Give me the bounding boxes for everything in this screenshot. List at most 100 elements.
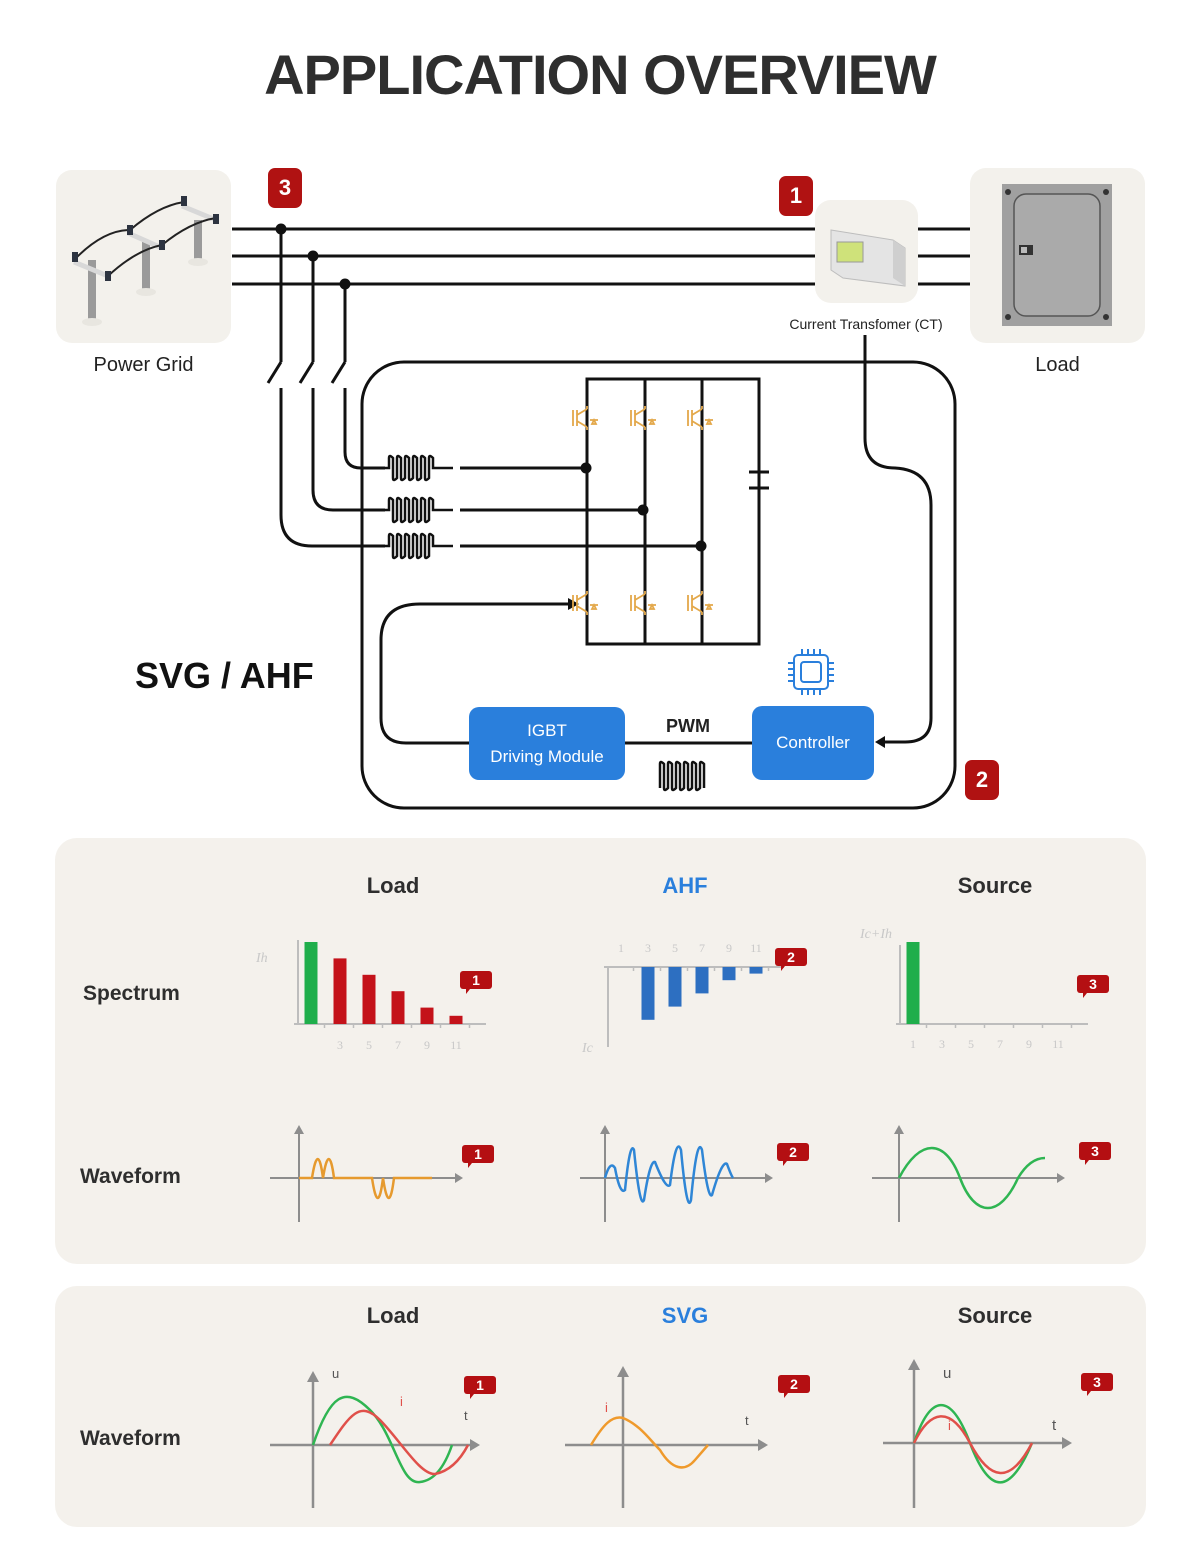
badge-1: 1: [779, 176, 813, 216]
mini-badge-1: 1: [460, 971, 492, 994]
load-i-label: i: [400, 1394, 403, 1409]
svg-t-label: t: [745, 1413, 749, 1428]
igbt-icon: [687, 591, 713, 615]
x-tick-label: 11: [450, 1038, 462, 1052]
mini-badge-1: 1: [462, 1145, 494, 1168]
igbt-module-label-2: Driving Module: [490, 746, 604, 766]
ahf-row-spectrum: Spectrum: [83, 982, 180, 1005]
y-axis-label: Ic+Ih: [859, 927, 892, 942]
circuit-diagram: [232, 223, 970, 810]
x-tick-label: 1: [618, 941, 624, 955]
pwm-wave-icon: [658, 760, 706, 792]
switch-a: [266, 361, 283, 384]
spectrum-bar: [749, 967, 763, 974]
switch-b: [298, 361, 315, 384]
y-axis-label: Ih: [255, 951, 268, 966]
spectrum-bar: [420, 1007, 434, 1024]
ahf-compensation-waveform: [603, 1145, 735, 1204]
source-u-label: u: [943, 1365, 951, 1382]
mini-badge-3: 3: [1079, 1142, 1111, 1165]
x-tick-label: 9: [424, 1038, 430, 1052]
x-tick-label: 3: [337, 1038, 343, 1052]
igbt-icon: [572, 591, 598, 615]
current-transformer-icon: [830, 229, 906, 287]
power-grid-tile: [56, 170, 231, 343]
source-t-label: t: [1052, 1417, 1057, 1434]
mini-badge-3: 3: [1077, 975, 1109, 998]
controller-box: Controller: [752, 706, 874, 780]
spectrum-bar: [304, 942, 318, 1024]
x-tick-label: 9: [1026, 1037, 1032, 1051]
spectrum-bar: [641, 967, 655, 1020]
svg-i-label: i: [605, 1400, 608, 1415]
controller-label: Controller: [776, 733, 850, 752]
inductor-c: [385, 532, 453, 560]
spectrum-bar: [391, 991, 405, 1024]
igbt-icon: [572, 406, 598, 430]
power-grid-label: Power Grid: [93, 354, 194, 376]
spectrum-bar: [333, 958, 347, 1024]
spectrum-bar: [668, 967, 682, 1007]
load-current-curve: [328, 1409, 470, 1476]
x-tick-label: 9: [726, 941, 732, 955]
svg-row-waveform: Waveform: [80, 1427, 181, 1450]
inductor-a: [385, 454, 453, 482]
load-voltage-curve: [311, 1395, 454, 1484]
mini-badge-1: 1: [464, 1376, 496, 1399]
x-tick-label: 7: [395, 1038, 401, 1052]
y-axis-label: Ic: [581, 1041, 594, 1056]
spectrum-bar: [449, 1015, 463, 1024]
badge-2: 2: [965, 760, 999, 800]
igbt-driving-module: IGBT Driving Module: [469, 707, 625, 780]
gate-signal-line: [379, 602, 568, 745]
ct-signal-line: [863, 335, 933, 744]
chip-icon: [788, 649, 834, 695]
electrical-panel-icon: [1002, 184, 1112, 326]
x-tick-label: 7: [699, 941, 705, 955]
junction-dots: [275, 223, 707, 552]
mini-badge-2: 2: [777, 1143, 809, 1166]
spectrum-bar: [906, 942, 920, 1024]
source-sine-waveform: [897, 1146, 1046, 1210]
svg-col-load: Load: [366, 1303, 420, 1328]
mini-badge-2: 2: [778, 1375, 810, 1398]
ahf-col-ahf: AHF: [662, 873, 708, 898]
controller-arrow-head: [875, 736, 885, 748]
spectrum-bar: [362, 974, 376, 1024]
three-phase-lines: [232, 227, 970, 810]
load-tile: [970, 168, 1145, 343]
igbt-icon: [687, 406, 713, 430]
ahf-col-source: Source: [957, 873, 1033, 898]
mini-badge-3: 3: [1081, 1373, 1113, 1396]
power-pylon-icon: [72, 196, 219, 326]
source-i-label: i: [948, 1418, 951, 1433]
svg-col-svg: SVG: [661, 1303, 709, 1328]
igbt-icon: [630, 591, 656, 615]
x-tick-label: 5: [672, 941, 678, 955]
source-current-curve: [912, 1415, 1034, 1475]
igbt-module-label-1: IGBT: [527, 720, 567, 740]
x-tick-label: 5: [968, 1037, 974, 1051]
ahf-row-waveform: Waveform: [80, 1165, 181, 1188]
load-label: Load: [1035, 354, 1080, 376]
device-label: SVG / AHF: [135, 655, 314, 696]
svg-panel: [55, 1286, 1146, 1527]
pwm-label: PWM: [666, 716, 710, 736]
spectrum-bar: [722, 967, 736, 981]
spectrum-bar: [695, 967, 709, 994]
badge-3: 3: [268, 168, 302, 208]
x-tick-label: 3: [939, 1037, 945, 1051]
x-tick-label: 3: [645, 941, 651, 955]
load-t-label: t: [464, 1408, 468, 1423]
ct-label: Current Transfomer (CT): [789, 316, 943, 332]
svg-col-source: Source: [957, 1303, 1033, 1328]
svg-compensation-curve: [589, 1416, 709, 1469]
x-tick-label: 11: [750, 941, 762, 955]
mini-badge-2: 2: [775, 948, 807, 971]
igbt-icon: [630, 406, 656, 430]
ahf-col-load: Load: [366, 873, 420, 898]
device-enclosure: [360, 360, 957, 810]
